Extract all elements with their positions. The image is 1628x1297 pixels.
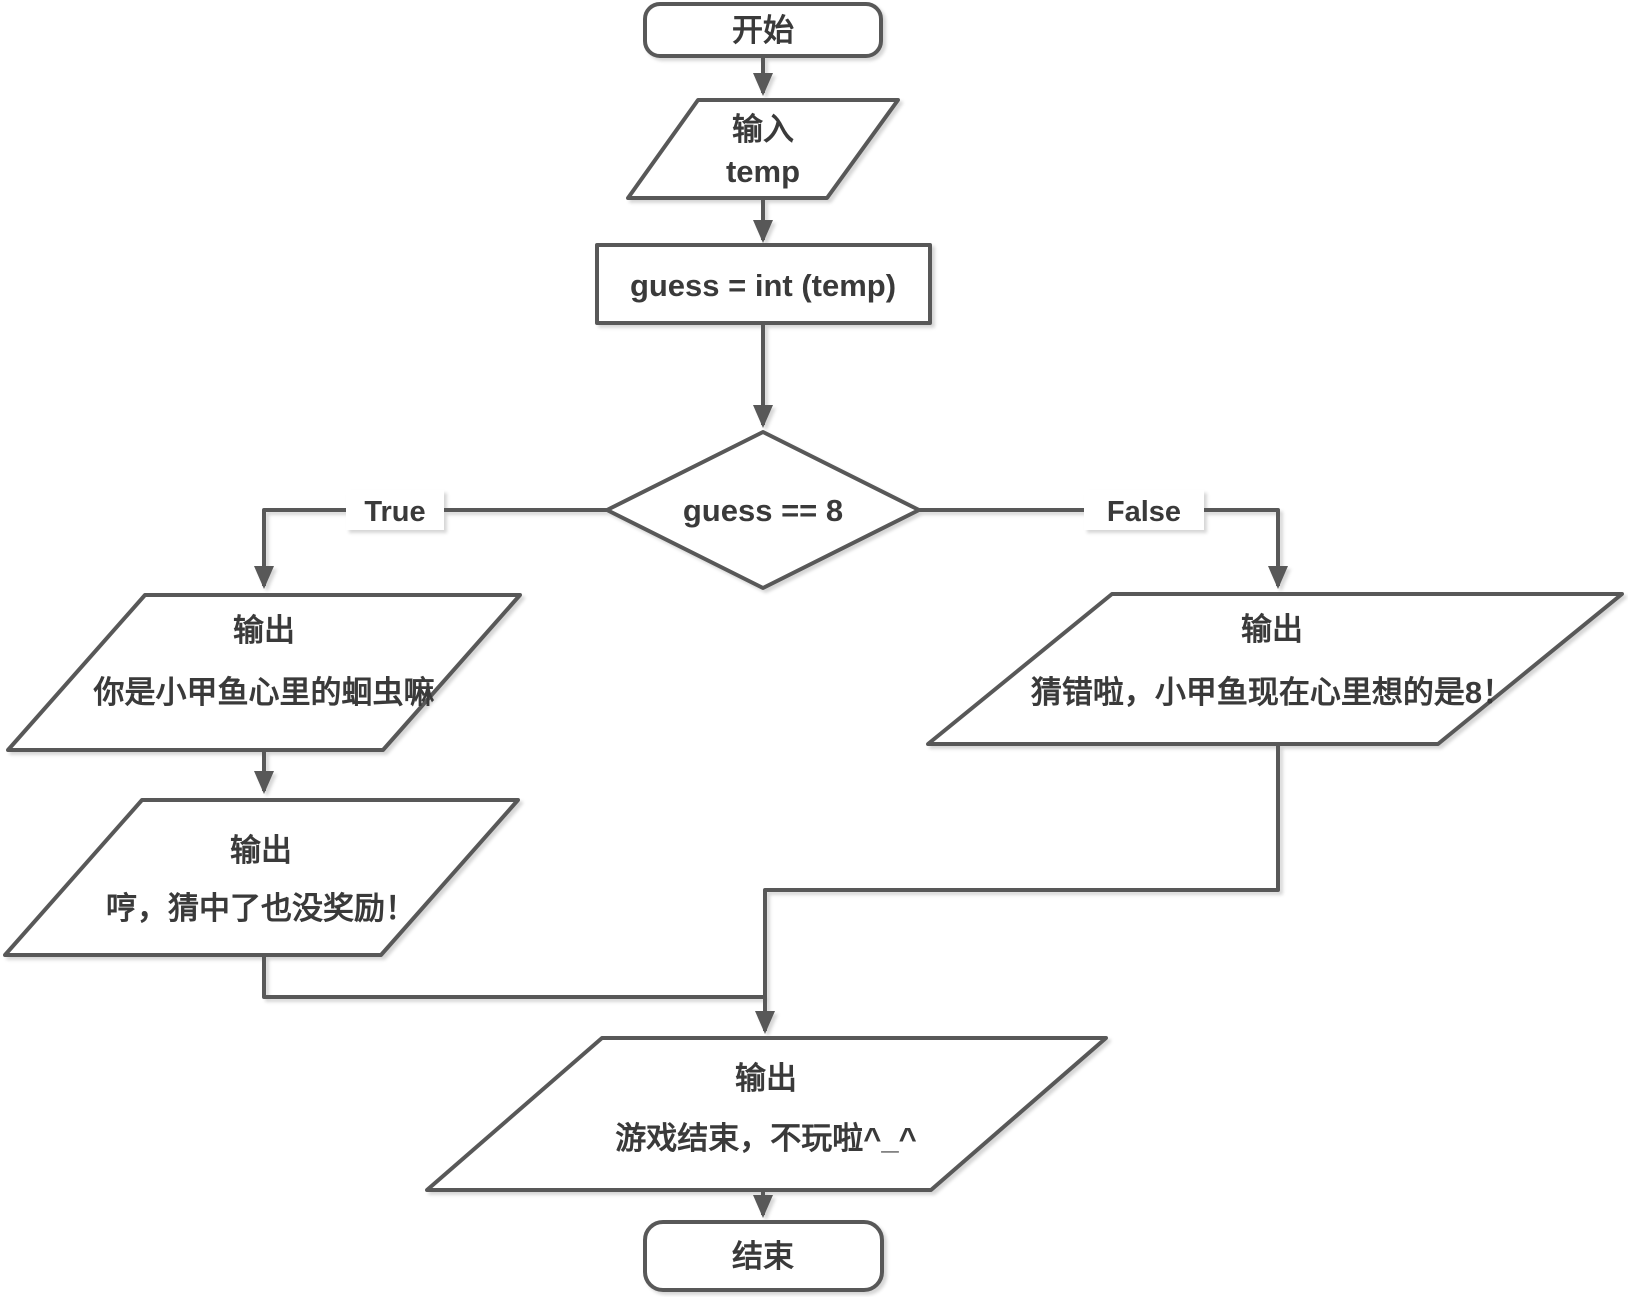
output-false-label-line1: 输出 xyxy=(1241,612,1303,647)
true-edge-label: True xyxy=(364,496,425,528)
output-false-label-line2: 猜错啦，小甲鱼现在心里想的是8！ xyxy=(1031,675,1513,710)
output-true-2-label-line2: 哼，猜中了也没奖励！ xyxy=(106,891,416,926)
edge-false-branch-merge xyxy=(755,744,1280,1034)
end-terminator-node xyxy=(643,1220,884,1292)
guess-decision-node xyxy=(605,430,921,590)
output-false-io-node xyxy=(926,592,1624,746)
output-true-1-label-line1: 输出 xyxy=(233,613,295,648)
input-temp-io-node xyxy=(626,98,900,200)
false-label-background xyxy=(1084,490,1204,530)
input-temp-label-line1: 输入 xyxy=(732,112,794,147)
output-true-1-label-line2: 你是小甲鱼心里的蛔虫嘛 xyxy=(93,675,435,710)
output-true-1-io-node xyxy=(6,593,522,752)
start-label: 开始 xyxy=(732,13,794,48)
true-label-background xyxy=(346,490,444,530)
output-end-io-node xyxy=(425,1036,1108,1192)
assign-guess-process-node xyxy=(595,243,932,325)
assign-guess-label: guess = int (temp) xyxy=(630,268,896,303)
false-edge-label: False xyxy=(1107,496,1181,528)
output-end-label-line2: 游戏结束，不玩啦^_^ xyxy=(615,1121,916,1156)
edge-true-branch-merge xyxy=(262,955,767,999)
edge-decision-true xyxy=(254,508,607,589)
input-temp-label-line2: temp xyxy=(726,154,800,189)
start-terminator-node xyxy=(643,2,883,58)
output-true-2-label-line1: 输出 xyxy=(230,833,292,868)
output-true-2-io-node xyxy=(3,798,520,957)
output-end-label-line1: 输出 xyxy=(735,1061,797,1096)
edge-decision-false xyxy=(919,508,1288,589)
guess-decision-label: guess == 8 xyxy=(683,493,843,528)
end-label: 结束 xyxy=(732,1239,794,1274)
